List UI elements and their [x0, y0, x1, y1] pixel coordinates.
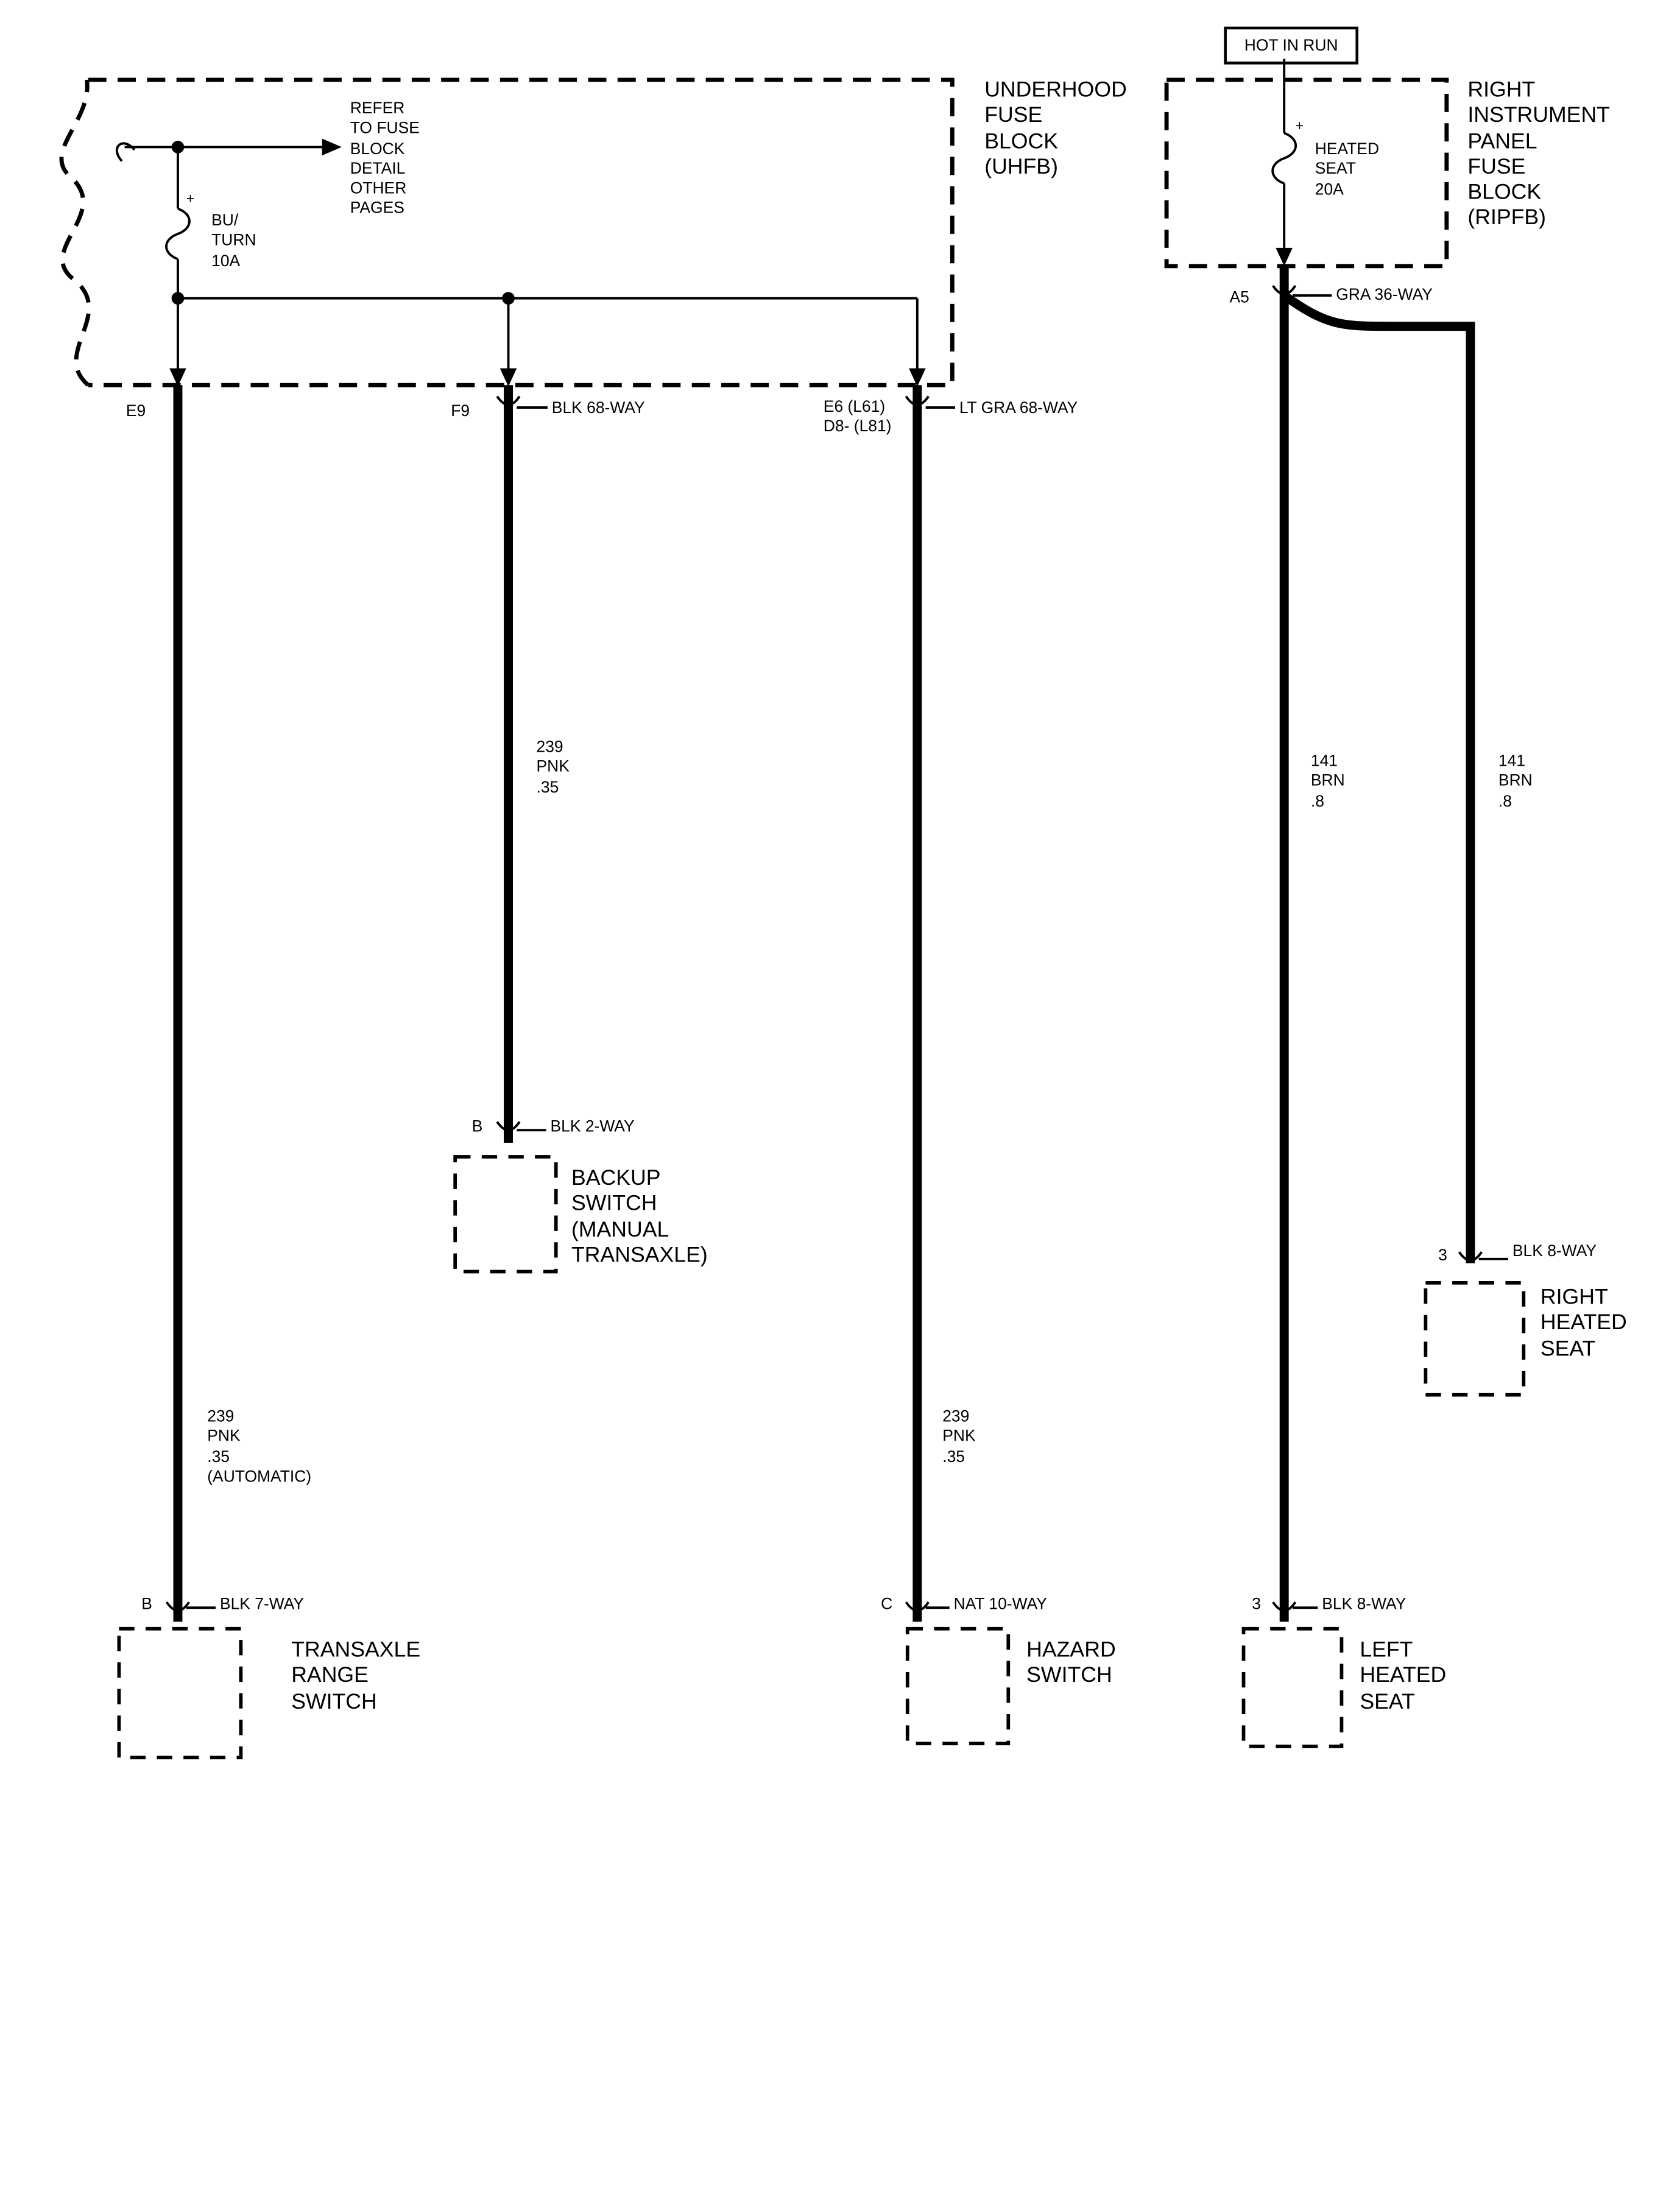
fuse1-breaker-symbol	[165, 207, 191, 261]
junction-dot	[171, 141, 185, 154]
arrow-down-f9	[499, 368, 517, 387]
wire-brn-right	[1281, 291, 1475, 1263]
refer-note: REFER TO FUSE BLOCK DETAIL OTHER PAGES	[350, 101, 420, 217]
connector-blk-68-way: BLK 68-WAY	[551, 400, 645, 418]
pin-e6-d8-label: E6 (L61) D8- (L81)	[823, 399, 892, 436]
connector-nat-10-way: NAT 10-WAY	[953, 1596, 1047, 1614]
pin-3-left-seat: 3	[1252, 1596, 1262, 1614]
uhfb-title: UNDERHOOD FUSE BLOCK (UHFB)	[984, 78, 1127, 179]
right-heated-seat-box	[1424, 1281, 1526, 1397]
ripfb-dashed-outline	[1164, 77, 1449, 269]
junction-dot	[171, 292, 185, 305]
fuse-plus-mark: +	[1295, 119, 1304, 135]
fuse-plus-mark: +	[186, 191, 195, 208]
arrow-down-a5	[1276, 247, 1293, 266]
backup-switch-box	[453, 1155, 558, 1274]
connector-blk-7-way: BLK 7-WAY	[219, 1596, 305, 1614]
wire-label-141-brn-left: 141 BRN .8	[1310, 753, 1345, 810]
hazard-switch-box	[905, 1626, 1011, 1746]
pin-b-transaxle: B	[141, 1596, 152, 1614]
connector-blk-8-way-left: BLK 8-WAY	[1322, 1596, 1406, 1614]
transaxle-range-switch-label: TRANSAXLE RANGE SWITCH	[291, 1638, 421, 1714]
wire-label-141-brn-right: 141 BRN .8	[1498, 753, 1533, 810]
pin-3-right-seat: 3	[1438, 1248, 1447, 1265]
wire-label-239-pnk-e6: 239 PNK .35	[942, 1408, 976, 1466]
pin-a5-label: A5	[1229, 289, 1249, 307]
connector-gra-36-way: GRA 36-WAY	[1336, 287, 1433, 304]
transaxle-range-switch-box	[117, 1626, 243, 1760]
hazard-switch-label: HAZARD SWITCH	[1026, 1638, 1116, 1688]
pin-e9-label: E9	[125, 403, 146, 420]
arrow-down-e6	[909, 368, 926, 387]
connector-blk-8-way-right: BLK 8-WAY	[1512, 1243, 1597, 1261]
bu-turn-fuse-label: BU/ TURN 10A	[211, 213, 256, 270]
backup-switch-label: BACKUP SWITCH (MANUAL TRANSAXLE)	[571, 1167, 708, 1268]
uhfb-dashed-outline	[59, 77, 955, 387]
heated-seat-fuse-label: HEATED SEAT 20A	[1315, 141, 1380, 199]
connector-blk-2-way: BLK 2-WAY	[550, 1118, 635, 1136]
fuse2-breaker-symbol	[1271, 132, 1297, 185]
pin-c-hazard: C	[881, 1596, 893, 1614]
arrow-down-e9	[169, 368, 186, 387]
junction-dot	[502, 292, 515, 305]
wire-label-239-pnk-e9: 239 PNK .35 (AUTOMATIC)	[207, 1408, 312, 1486]
left-heated-seat-box	[1241, 1626, 1344, 1748]
pin-b-backup: B	[471, 1118, 483, 1136]
pin-f9-label: F9	[451, 403, 470, 420]
arrow-right-refer-note	[322, 138, 342, 156]
wire-label-239-pnk-f9: 239 PNK .35	[536, 739, 570, 796]
connector-lt-gra-68-way: LT GRA 68-WAY	[959, 400, 1078, 418]
hot-in-run-box: HOT IN RUN	[1224, 26, 1359, 65]
ripfb-title: RIGHT INSTRUMENT PANEL FUSE BLOCK (RIPFB…	[1467, 78, 1610, 230]
hot-in-run-label: HOT IN RUN	[1244, 37, 1338, 54]
left-heated-seat-label: LEFT HEATED SEAT	[1360, 1638, 1447, 1714]
right-heated-seat-label: RIGHT HEATED SEAT	[1540, 1285, 1627, 1361]
